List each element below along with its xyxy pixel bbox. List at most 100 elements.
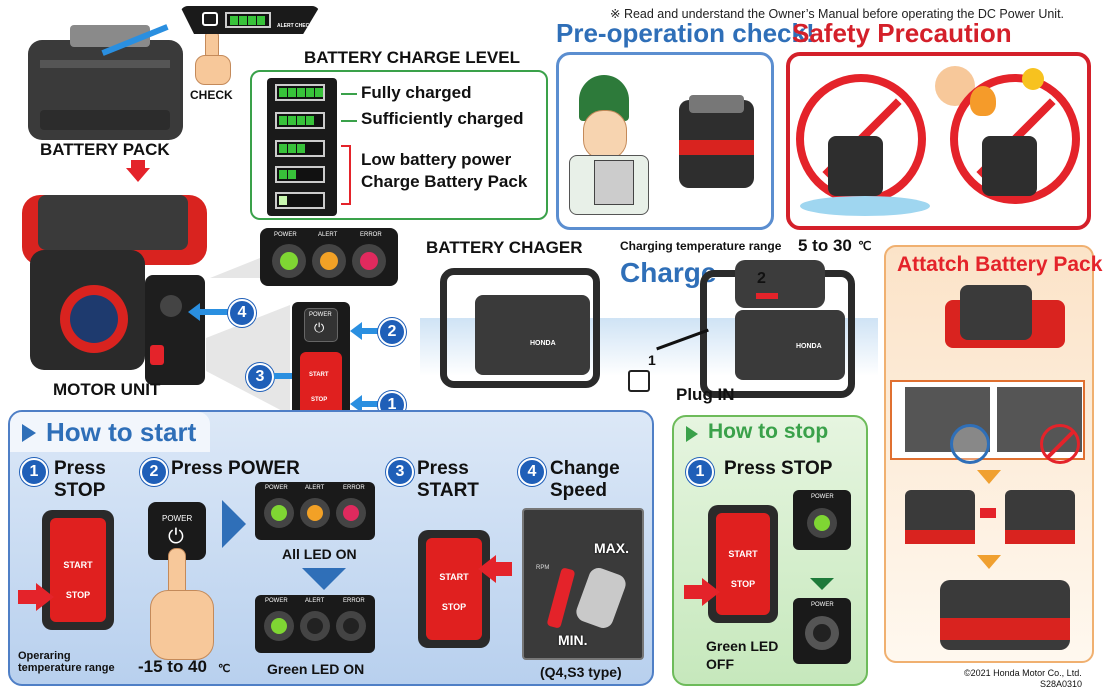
how-to-start-title: How to start: [46, 417, 197, 447]
power-button-caption: POWER: [162, 514, 193, 523]
start-step4-num: 4: [518, 458, 546, 486]
press-arrow-head: [478, 555, 496, 583]
charge-step-1: 1: [648, 352, 656, 368]
manual-notice: ※ Read and understand the Owner’s Manual…: [610, 7, 1065, 21]
unit-in-water-icon: [828, 136, 883, 196]
all-led-on-label: All LED ON: [282, 546, 357, 562]
no-heat-icon: [950, 74, 1080, 204]
play-icon: [686, 426, 698, 442]
arrow-2: [360, 328, 378, 334]
wall-outlet-icon: [628, 370, 650, 392]
all-led-panel: POWER ALERT ERROR: [255, 482, 375, 540]
pre-operation-panel: [556, 52, 774, 230]
fire-icon: [970, 86, 996, 116]
led-alert-caption: ALERT: [305, 598, 325, 604]
start-step2-label: Press POWER: [171, 458, 300, 479]
start-step4-label-b: Speed: [550, 480, 608, 501]
press-arrow: [684, 585, 704, 599]
unit-in-heat-icon: [982, 136, 1037, 196]
connector-line: [341, 120, 357, 122]
power-button-text: POWER: [309, 312, 332, 318]
down-arrow-icon: [977, 470, 1001, 484]
led-alert-caption: ALERT: [305, 485, 325, 491]
led-error-caption: ERROR: [343, 598, 365, 604]
start-step1-label-a: Press: [54, 458, 106, 479]
green-led-on-label: Green LED ON: [267, 661, 365, 677]
arrow-1-head: [350, 395, 362, 413]
motor-unit-label: MOTOR UNIT: [53, 380, 161, 399]
stop-rocker-icon: START STOP: [42, 510, 114, 630]
charging-temp-value: 5 to 30: [798, 236, 852, 255]
sun-icon: [1022, 68, 1044, 90]
charger-title: BATTERY CHAGER: [426, 238, 583, 257]
next-arrow-icon: [222, 500, 246, 548]
power-symbol-icon: ⏻: [314, 320, 325, 335]
ng-circle-icon: [1040, 424, 1080, 464]
charger-brand: HONDA: [530, 340, 556, 347]
battery-pack-label: BATTERY PACK: [40, 140, 170, 159]
callout-wedge: [210, 258, 260, 278]
document-code: S28A0310: [1040, 679, 1083, 689]
rocker-stop-text: STOP: [65, 590, 91, 600]
green-led-panel: POWER ALERT ERROR: [255, 595, 375, 653]
right-arrow-icon: [980, 508, 996, 518]
copyright: ©2021 Honda Motor Co., Ltd.: [964, 668, 1082, 678]
rocker-stop-text: STOP: [441, 602, 467, 612]
power-button-icon: POWER ⏻: [148, 502, 206, 560]
start-step3-label-a: Press: [417, 458, 469, 479]
stop-step-label: Press STOP: [724, 458, 833, 479]
min-label: MIN.: [558, 632, 588, 648]
how-to-start-tab: [10, 412, 210, 452]
arrow-4: [198, 309, 228, 315]
battery-level-2-icon: [275, 166, 325, 183]
power-led-on-panel: POWER: [793, 490, 851, 550]
stop-rocker-icon: START STOP: [708, 505, 778, 623]
how-to-stop-title: How to stop: [708, 420, 829, 443]
callout-3: 3: [246, 363, 274, 391]
charge-battery-pack-label: Charge Battery Pack: [361, 172, 528, 191]
low-bracket: [341, 145, 351, 205]
start-step3-label-b: START: [417, 480, 479, 501]
callout-2: 2: [378, 318, 406, 346]
rocker-switch-icon: [300, 352, 342, 420]
ok-circle-icon: [950, 424, 990, 464]
power-symbol-icon: ⏻: [168, 526, 184, 548]
start-step2-num: 2: [140, 458, 168, 486]
sufficiently-charged-label: Sufficiently charged: [361, 109, 524, 128]
insert-arrow: [756, 293, 778, 299]
led-power-caption: POWER: [265, 598, 288, 604]
down-arrow-icon: [810, 578, 834, 590]
charger-brand-2: HONDA: [796, 343, 822, 350]
worker-face-icon: [583, 110, 627, 160]
alert-led-label: ALERT: [318, 232, 338, 238]
plug-in-label: Plug IN: [676, 385, 735, 404]
connector-line: [341, 93, 357, 95]
callout-4: 4: [228, 299, 256, 327]
led-panel: POWER ALERT ERROR: [260, 228, 398, 286]
start-step1-label-b: STOP: [54, 480, 106, 501]
led-power-caption: POWER: [265, 485, 288, 491]
water-puddle-icon: [800, 196, 930, 216]
type-note: (Q4,S3 type): [540, 664, 622, 680]
error-led-label: ERROR: [360, 232, 382, 238]
power-unit-top: [689, 95, 744, 113]
play-icon: [22, 424, 36, 442]
rocker-stop-text: STOP: [730, 579, 756, 589]
green-led-off-b: OFF: [706, 656, 734, 672]
speed-arrow-icon: [546, 567, 576, 629]
press-arrow: [494, 562, 512, 576]
down-arrow-icon: [126, 168, 150, 182]
led-power-caption: POWER: [811, 602, 834, 608]
arrow-2-head: [350, 322, 362, 340]
rocker-start-text: START: [728, 549, 758, 559]
power-led-off-panel: POWER: [793, 598, 851, 664]
op-temp-label-b: temperature range: [18, 662, 115, 674]
start-text: START: [309, 372, 329, 378]
rpm-label: RPM: [536, 565, 550, 571]
start-step1-num: 1: [20, 458, 48, 486]
clipboard-icon: [594, 160, 634, 205]
charging-temp-unit: ℃: [858, 239, 872, 253]
speed-dial-panel: RPM: [522, 508, 644, 660]
attach-title: Attatch Battery Pack: [897, 253, 1103, 276]
safety-title: Safety Precaution: [792, 18, 1012, 48]
